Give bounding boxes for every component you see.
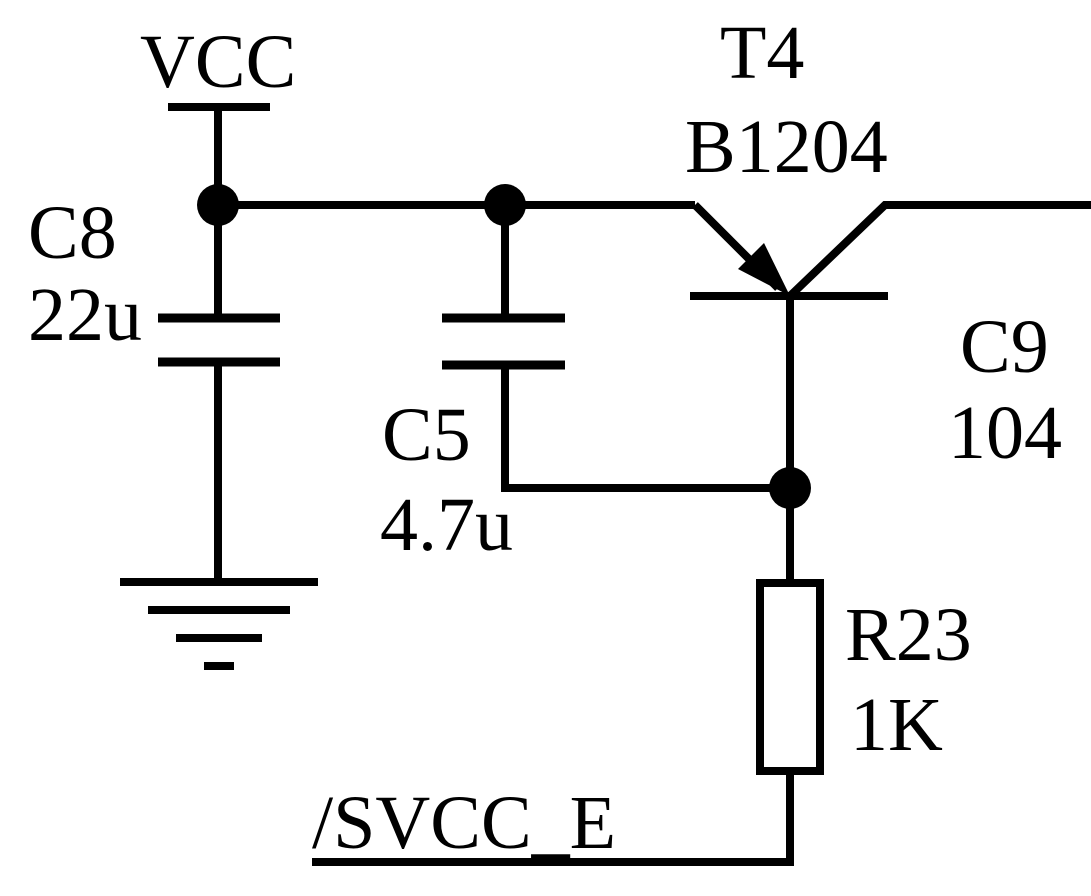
r23-resistor xyxy=(756,579,824,775)
ground-symbol xyxy=(120,578,318,670)
t4-part-label: B1204 xyxy=(685,105,888,189)
vcc-label: VCC xyxy=(140,20,296,104)
c9-ref-label: C9 xyxy=(960,305,1049,389)
junction-dot-c5 xyxy=(484,184,526,226)
t4-transistor xyxy=(690,201,1091,300)
net-label-svcc-e: /SVCC_E xyxy=(312,781,616,865)
c5-value-label: 4.7u xyxy=(380,483,513,567)
emitter-arrow-icon xyxy=(738,243,790,296)
c8-capacitor xyxy=(158,205,280,582)
t4-ref-label: T4 xyxy=(720,11,804,95)
c5-ref-label: C5 xyxy=(382,393,471,477)
r23-ref-label: R23 xyxy=(845,593,972,677)
junction-dot-vcc xyxy=(197,184,239,226)
svcc-e-net-wire xyxy=(312,771,794,866)
r23-value-label: 1K xyxy=(850,683,943,767)
c8-value-label: 22u xyxy=(28,273,142,357)
c8-ref-label: C8 xyxy=(28,191,117,275)
junction-dot-base xyxy=(769,467,811,509)
c9-value-label: 104 xyxy=(948,391,1062,475)
